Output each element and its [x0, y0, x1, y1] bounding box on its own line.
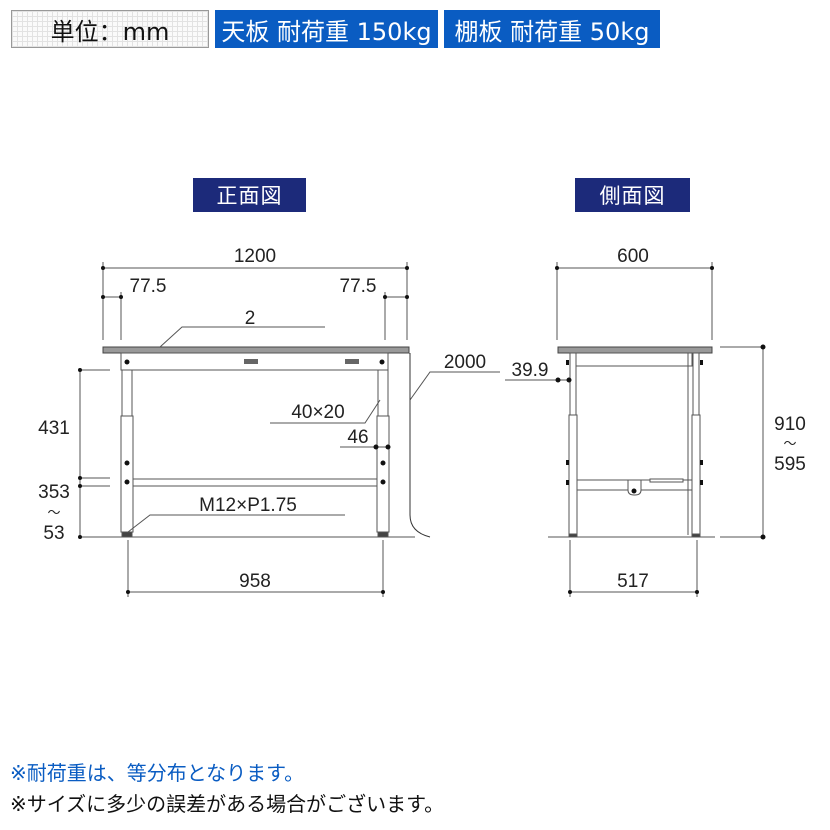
side-tabletop — [557, 346, 713, 354]
front-tabletop — [102, 346, 410, 354]
front-dots — [78, 266, 409, 594]
side-view-label: 側面図 — [575, 178, 690, 212]
dim-adjust-top: 353 — [38, 482, 70, 503]
note-tolerance: ※サイズに多少の誤差がある場合がございます。 — [10, 792, 445, 816]
dim-left-offset: 77.5 — [130, 276, 167, 297]
dim-depth: 600 — [617, 246, 649, 267]
top-load-badge: 天板 耐荷重 150kg — [215, 10, 438, 48]
dim-adjust-tilde: 〜 — [47, 505, 60, 520]
front-view-label: 正面図 — [193, 178, 306, 212]
dim-height-max: 910 — [774, 414, 806, 435]
dim-leg-width: 46 — [347, 427, 368, 448]
front-view-drawing — [79, 262, 500, 597]
dim-cable: 2000 — [444, 352, 486, 373]
front-shelf-bar — [132, 478, 378, 487]
dim-shelf-height: 431 — [38, 418, 70, 439]
dim-height-min: 595 — [774, 454, 806, 475]
side-right-leg — [691, 414, 701, 535]
unit-label: 単位：mm — [11, 10, 209, 48]
dim-inner-width: 958 — [239, 571, 271, 592]
dim-adjuster: M12×P1.75 — [199, 495, 297, 516]
note-load: ※耐荷重は、等分布となります。 — [10, 761, 305, 785]
side-view-drawing — [505, 262, 765, 597]
front-right-leg — [376, 415, 390, 533]
dim-width: 1200 — [234, 246, 276, 267]
side-dots — [555, 266, 766, 594]
dim-apron: 39.9 — [512, 360, 549, 381]
dim-height-tilde: 〜 — [783, 436, 796, 451]
front-left-leg — [120, 415, 134, 533]
dim-inner-depth: 517 — [617, 571, 649, 592]
shelf-load-badge: 棚板 耐荷重 50kg — [444, 10, 660, 48]
dim-top-thickness: 2 — [245, 308, 256, 329]
dim-right-offset: 77.5 — [340, 276, 377, 297]
side-left-leg — [568, 414, 578, 535]
dim-adjust-bottom: 53 — [43, 523, 64, 544]
dim-pipe: 40×20 — [291, 402, 344, 423]
